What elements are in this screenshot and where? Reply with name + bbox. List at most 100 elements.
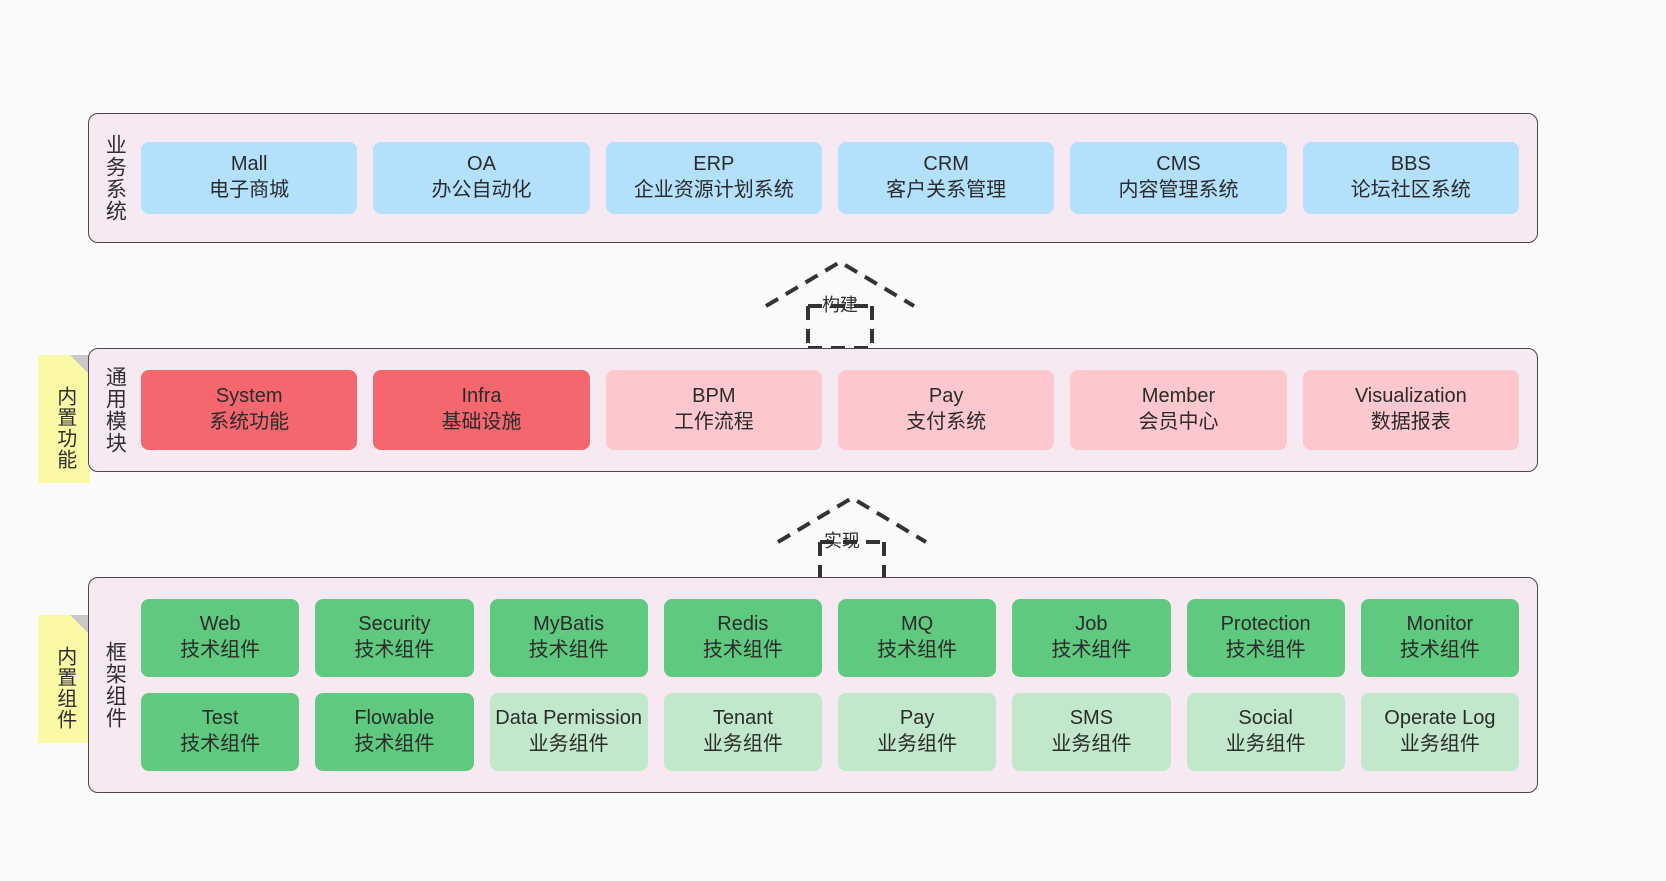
card-bbs[interactable]: BBS 论坛社区系统: [1302, 142, 1519, 214]
card-tenant-en: Tenant: [712, 707, 773, 730]
layer-framework-components: 框架组件 Web 技术组件 Security 技术组件 MyBatis 技术组件…: [88, 577, 1538, 793]
card-bpm[interactable]: BPM 工作流程: [605, 370, 822, 450]
card-visualization-cn: 数据报表: [1370, 411, 1451, 433]
card-data-permission[interactable]: Data Permission 业务组件: [489, 693, 648, 771]
framework-tech-row: Web 技术组件 Security 技术组件 MyBatis 技术组件 Redi…: [141, 599, 1519, 677]
card-operate-log-cn: 业务组件: [1399, 733, 1480, 755]
card-pay-component-en: Pay: [899, 707, 935, 730]
card-oa[interactable]: OA 办公自动化: [373, 142, 590, 214]
card-member[interactable]: Member 会员中心: [1070, 370, 1287, 450]
business-card-row: Mall 电子商城 OA 办公自动化 ERP 企业资源计划系统 CRM 客户关系…: [141, 142, 1519, 214]
card-sms-en: SMS: [1069, 707, 1114, 730]
card-bbs-cn: 论坛社区系统: [1350, 179, 1471, 201]
card-social-en: Social: [1238, 707, 1293, 730]
card-infra[interactable]: Infra 基础设施: [373, 370, 590, 450]
card-sms[interactable]: SMS 业务组件: [1012, 693, 1171, 771]
card-mq[interactable]: MQ 技术组件: [838, 599, 997, 677]
card-infra-cn: 基础设施: [441, 411, 522, 433]
framework-business-row: Test 技术组件 Flowable 技术组件 Data Permission …: [141, 693, 1519, 771]
connector-build: 构建: [760, 258, 920, 350]
card-mq-cn: 技术组件: [877, 639, 958, 661]
card-security[interactable]: Security 技术组件: [315, 599, 474, 677]
note-fold-corner-icon: [70, 355, 90, 375]
card-operate-log[interactable]: Operate Log 业务组件: [1360, 693, 1519, 771]
card-system[interactable]: System 系统功能: [141, 370, 358, 450]
card-social-cn: 业务组件: [1225, 733, 1306, 755]
layer-framework-title: 框架组件: [103, 641, 127, 729]
card-web-cn: 技术组件: [180, 639, 261, 661]
card-mall-en: Mall: [230, 153, 268, 176]
layer-business-body: Mall 电子商城 OA 办公自动化 ERP 企业资源计划系统 CRM 客户关系…: [135, 114, 1537, 242]
card-visualization[interactable]: Visualization 数据报表: [1302, 370, 1519, 450]
card-flowable-en: Flowable: [354, 707, 435, 730]
card-system-cn: 系统功能: [209, 411, 290, 433]
card-flowable-cn: 技术组件: [354, 733, 435, 755]
card-oa-cn: 办公自动化: [431, 179, 532, 201]
card-infra-en: Infra: [461, 385, 502, 408]
card-crm[interactable]: CRM 客户关系管理: [837, 142, 1055, 214]
layer-common-body: System 系统功能 Infra 基础设施 BPM 工作流程 Pay 支付系统…: [135, 349, 1537, 471]
note-builtin-features-label: 内置功能: [53, 386, 76, 470]
connector-implement-arrow-icon: [776, 495, 928, 586]
card-test[interactable]: Test 技术组件: [141, 693, 300, 771]
note-builtin-features: 内置功能: [38, 355, 90, 483]
card-sms-cn: 业务组件: [1051, 733, 1132, 755]
card-mybatis[interactable]: MyBatis 技术组件: [489, 599, 648, 677]
card-crm-cn: 客户关系管理: [886, 179, 1007, 201]
card-pay-component[interactable]: Pay 业务组件: [838, 693, 997, 771]
layer-business-title: 业务系统: [103, 134, 127, 222]
card-protection-en: Protection: [1220, 613, 1311, 636]
card-protection-cn: 技术组件: [1225, 639, 1306, 661]
layer-framework-body: Web 技术组件 Security 技术组件 MyBatis 技术组件 Redi…: [135, 578, 1537, 792]
card-monitor-en: Monitor: [1406, 613, 1474, 636]
card-mall[interactable]: Mall 电子商城: [141, 142, 358, 214]
card-test-en: Test: [201, 707, 239, 730]
card-pay-module[interactable]: Pay 支付系统: [837, 370, 1055, 450]
card-redis-en: Redis: [717, 613, 769, 636]
note-builtin-components-label: 内置组件: [53, 646, 76, 730]
card-protection[interactable]: Protection 技术组件: [1186, 599, 1345, 677]
card-web[interactable]: Web 技术组件: [141, 599, 300, 677]
layer-business-systems: 业务系统 Mall 电子商城 OA 办公自动化 ERP 企业资源计划系统 CRM…: [88, 113, 1538, 243]
card-web-en: Web: [199, 613, 241, 636]
card-operate-log-en: Operate Log: [1384, 707, 1496, 730]
card-mybatis-cn: 技术组件: [528, 639, 609, 661]
connector-implement: 实现: [772, 494, 932, 586]
card-mybatis-en: MyBatis: [533, 613, 605, 636]
card-security-en: Security: [358, 613, 431, 636]
card-redis[interactable]: Redis 技术组件: [663, 599, 822, 677]
card-bpm-cn: 工作流程: [673, 411, 754, 433]
card-mall-cn: 电子商城: [209, 179, 290, 201]
card-member-cn: 会员中心: [1138, 411, 1219, 433]
card-cms-en: CMS: [1156, 153, 1201, 176]
card-visualization-en: Visualization: [1354, 385, 1467, 408]
note-fold-corner-icon: [70, 615, 90, 635]
note-builtin-components: 内置组件: [38, 615, 90, 743]
card-erp[interactable]: ERP 企业资源计划系统: [605, 142, 822, 214]
card-erp-cn: 企业资源计划系统: [633, 179, 794, 201]
card-tenant[interactable]: Tenant 业务组件: [663, 693, 822, 771]
card-flowable[interactable]: Flowable 技术组件: [315, 693, 474, 771]
card-data-permission-cn: 业务组件: [528, 733, 609, 755]
card-job[interactable]: Job 技术组件: [1012, 599, 1171, 677]
card-job-cn: 技术组件: [1051, 639, 1132, 661]
card-mq-en: MQ: [901, 613, 934, 636]
layer-common-modules: 通用模块 System 系统功能 Infra 基础设施 BPM 工作流程 Pay…: [88, 348, 1538, 472]
card-system-en: System: [215, 385, 283, 408]
connector-build-label: 构建: [822, 295, 858, 315]
card-security-cn: 技术组件: [354, 639, 435, 661]
card-redis-cn: 技术组件: [702, 639, 783, 661]
card-job-en: Job: [1075, 613, 1108, 636]
card-cms[interactable]: CMS 内容管理系统: [1070, 142, 1287, 214]
card-cms-cn: 内容管理系统: [1118, 179, 1239, 201]
card-oa-en: OA: [467, 153, 496, 176]
card-monitor-cn: 技术组件: [1399, 639, 1480, 661]
card-data-permission-en: Data Permission: [495, 707, 642, 730]
card-monitor[interactable]: Monitor 技术组件: [1360, 599, 1519, 677]
card-bbs-en: BBS: [1390, 153, 1431, 176]
card-erp-en: ERP: [693, 153, 735, 176]
card-member-en: Member: [1141, 385, 1216, 408]
card-crm-en: CRM: [923, 153, 969, 176]
card-social[interactable]: Social 业务组件: [1186, 693, 1345, 771]
